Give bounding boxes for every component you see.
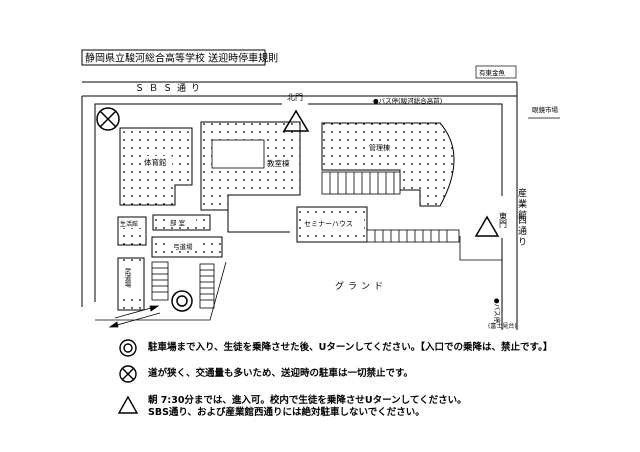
campus-boundary-west	[94, 103, 282, 302]
gate-north-label: 北門	[287, 93, 303, 102]
walkway-hatched	[366, 229, 460, 243]
legend-cross-circle-icon	[119, 365, 137, 383]
stairs-west	[151, 261, 215, 309]
legend-noparking: 道が狭く、交通量も多いため、送迎時の駐車は一切禁止です。	[118, 364, 413, 384]
legend-double-circle-icon	[119, 339, 137, 357]
shop-label: 有東金魚	[479, 68, 506, 77]
ground-label: グランド	[335, 280, 387, 292]
corridor-hatched	[321, 171, 401, 195]
road-sbs-label: ＳＢＳ通り	[135, 83, 205, 94]
admin-label: 管理棟	[369, 143, 390, 152]
legend-park-text: 駐車場まで入り、生徒を乗降させた後、Uターンしてください。【入口での乗降は、禁止…	[148, 342, 553, 353]
legend-gate-line2: SBS通り、および産業館西通りには絶対駐車しないでください。	[148, 407, 425, 418]
legend-gate-line1: 朝 7:30分までは、進入可。校内で生徒を乗降させUターンしてください。	[148, 395, 467, 406]
lifestyle-label: 生活館	[120, 220, 138, 228]
gym-label: 体育館	[144, 157, 167, 167]
legend-gate: 朝 7:30分までは、進入可。校内で生徒を乗降させUターンしてください。 SBS…	[118, 395, 467, 419]
seminar-label: セミナーハウス	[304, 220, 353, 228]
driveway-arrows	[108, 305, 161, 328]
no-parking-cross-line-b	[99, 110, 117, 128]
budo-label: 武道場	[123, 267, 131, 289]
gate-east-label: 東門	[499, 211, 508, 229]
campus-boundary-top	[308, 103, 503, 196]
road-east-label-2: 西通り	[516, 215, 527, 248]
bus-stop-east-sub-label: (富士見台)	[488, 322, 517, 330]
legend-triangle-icon	[118, 395, 138, 414]
classroom-corridor	[227, 210, 290, 233]
map-title: 静岡県立駿河総合高等学校 送迎時停車規則	[85, 52, 278, 65]
bus-stop-north-label: ●バス停(駿河総合高前)	[373, 96, 442, 105]
classroom-courtyard	[211, 139, 265, 169]
bus-stop-east-label: ●バス停	[493, 298, 502, 324]
gate-east-triangle-icon	[474, 215, 500, 237]
parking-lot-edge	[95, 261, 227, 321]
legend-gate-text: 朝 7:30分までは、進入可。校内で生徒を乗降させUターンしてください。 SBS…	[148, 395, 467, 419]
parking-inner-circle	[176, 295, 188, 307]
building-admin	[321, 122, 455, 207]
clubroom-label: 部 室	[170, 218, 186, 227]
parking-label: 眼鏡市場	[532, 105, 559, 114]
archery-label: 弓道場	[173, 242, 193, 251]
shop-box	[475, 65, 517, 79]
road-east-label-1: 産業館	[516, 187, 527, 221]
classroom-label: 教室棟	[267, 158, 290, 168]
title-box	[81, 49, 266, 66]
legend-park: 駐車場まで入り、生徒を乗降させた後、Uターンしてください。【入口での乗降は、禁止…	[118, 338, 552, 358]
legend-noparking-text: 道が狭く、交通量も多いため、送迎時の駐車は一切禁止です。	[148, 368, 414, 379]
ground-edge-line	[459, 236, 502, 261]
